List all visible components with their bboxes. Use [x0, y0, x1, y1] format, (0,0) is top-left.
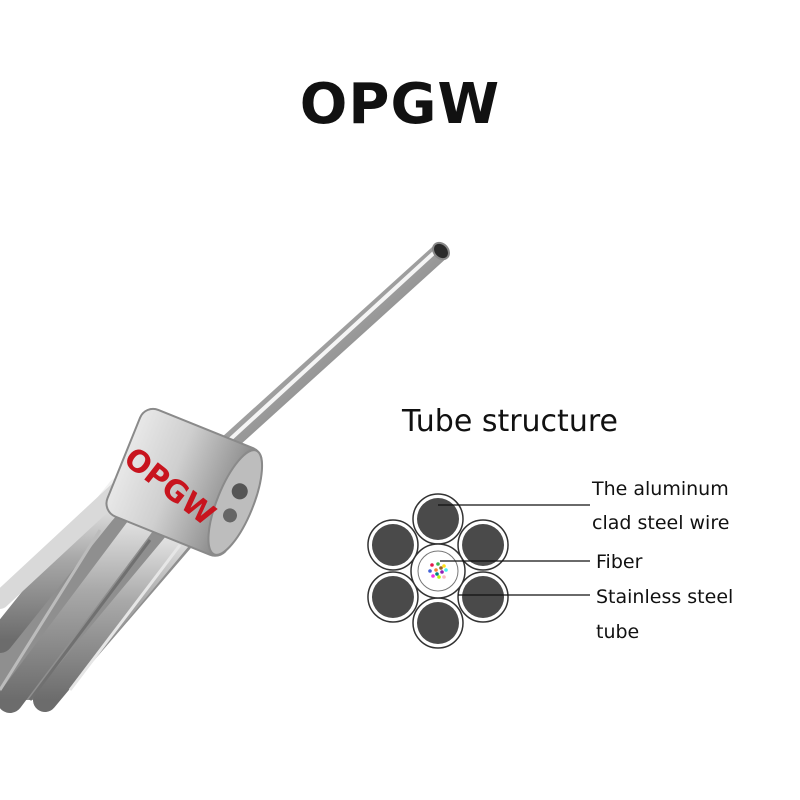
diagram-title: Tube structure	[402, 404, 618, 439]
label-tube-line1: Stainless steel	[596, 586, 734, 608]
page-title: OPGW	[299, 72, 501, 137]
optical-fiber	[440, 570, 444, 574]
aluminum-clad-steel-wire	[412, 493, 464, 545]
center-tube	[410, 543, 466, 599]
optical-fiber	[444, 568, 448, 572]
optical-fiber	[442, 564, 446, 568]
aluminum-clad-steel-wire	[457, 519, 509, 571]
optical-fiber	[428, 569, 432, 573]
fiber-bundle	[428, 562, 448, 579]
optical-fiber	[439, 566, 443, 570]
optical-fiber	[431, 574, 435, 578]
label-tube-line2: tube	[596, 621, 640, 643]
optical-fiber	[430, 563, 434, 567]
optical-fiber	[436, 562, 440, 566]
label-wire-line2: clad steel wire	[592, 512, 730, 534]
aluminum-clad-steel-wire	[367, 571, 419, 623]
stainless-tube	[203, 241, 450, 467]
optical-fiber	[442, 575, 446, 579]
aluminum-clad-steel-wire	[457, 571, 509, 623]
optical-fiber	[437, 575, 441, 579]
label-wire-line1: The aluminum	[592, 478, 729, 500]
aluminum-clad-steel-wire	[412, 597, 464, 649]
optical-fiber	[435, 572, 439, 576]
aluminum-clad-steel-wire	[367, 519, 419, 571]
optical-fiber	[434, 568, 438, 572]
label-fiber: Fiber	[596, 551, 643, 573]
sleeve-ring	[105, 407, 264, 557]
